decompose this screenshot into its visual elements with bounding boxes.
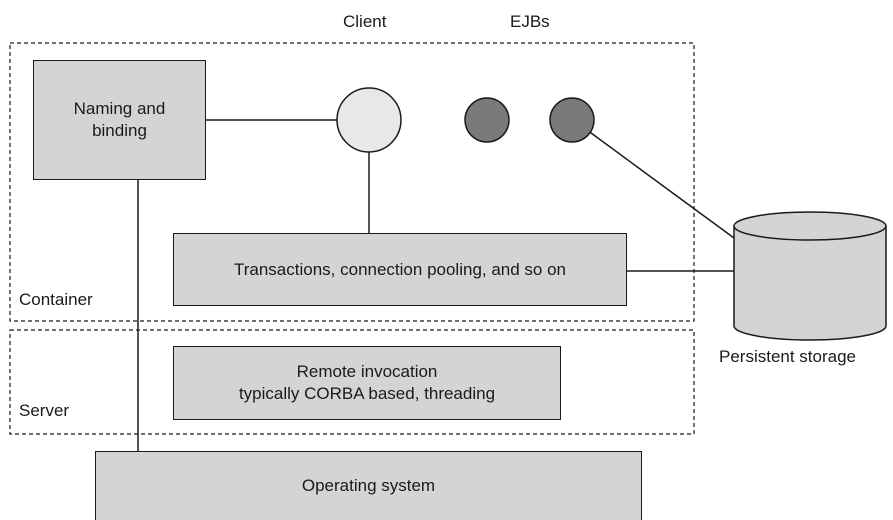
- transactions-box: Transactions, connection pooling, and so…: [173, 233, 627, 306]
- operating-system-label: Operating system: [301, 476, 436, 495]
- naming-binding-line-1: Naming and: [73, 99, 166, 118]
- server-region: [9, 329, 695, 435]
- ejb-to-storage-line: [586, 129, 735, 239]
- operating-system-box: Operating system: [95, 451, 642, 520]
- transactions-label: Transactions, connection pooling, and so…: [233, 259, 567, 279]
- remote-invocation-line-2: typically CORBA based, threading: [238, 384, 496, 403]
- ejbs-label: EJBs: [510, 12, 550, 31]
- client-node: [336, 87, 402, 153]
- remote-invocation-box: Remote invocation typically CORBA based,…: [173, 346, 561, 420]
- ejb-node-1: [464, 97, 510, 143]
- persistent-storage-label: Persistent storage: [719, 347, 857, 366]
- remote-invocation-line-1: Remote invocation: [296, 362, 438, 381]
- container-region: [9, 42, 695, 322]
- client-label: Client: [343, 12, 387, 31]
- naming-binding-box: Naming and binding: [33, 60, 206, 180]
- container-label: Container: [19, 290, 93, 309]
- ejb-node-2: [549, 97, 595, 143]
- naming-binding-line-2: binding: [92, 121, 147, 140]
- persistent-storage-cylinder: [733, 211, 887, 341]
- server-label: Server: [19, 401, 70, 420]
